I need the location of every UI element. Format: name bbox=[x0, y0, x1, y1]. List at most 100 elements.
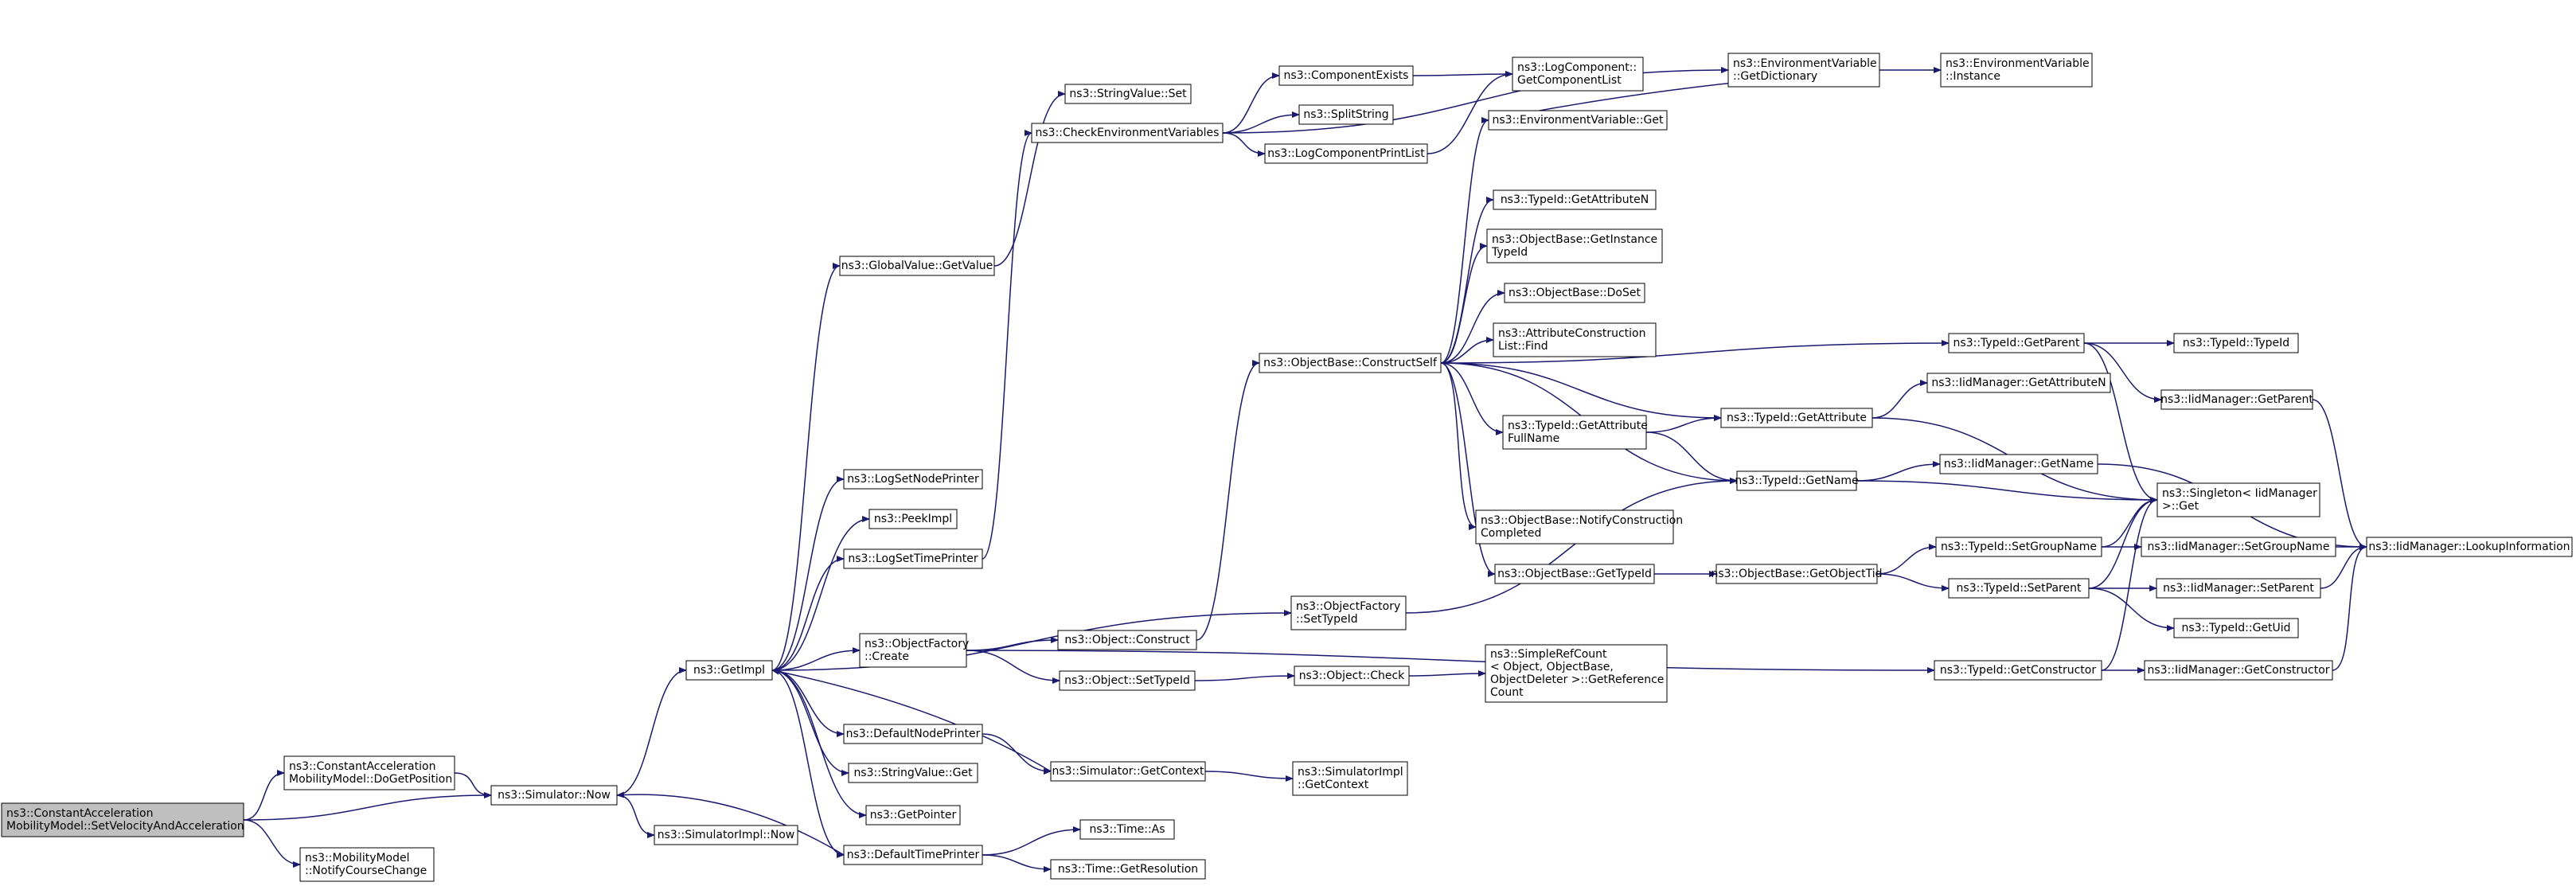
node-getObjectTid[interactable]: ns3::ObjectBase::GetObjectTid bbox=[1711, 564, 1883, 584]
node-simGetContext[interactable]: ns3::Simulator::GetContext bbox=[1050, 761, 1206, 782]
node-box bbox=[1486, 228, 1663, 263]
node-singletonGet[interactable]: ns3::Singleton< IidManager>::Get bbox=[2156, 482, 2320, 517]
node-box bbox=[1948, 578, 2090, 599]
node-iidGetName[interactable]: ns3::IidManager::GetName bbox=[1939, 454, 2098, 474]
node-label-line: ns3::EnvironmentVariable::Get bbox=[1493, 114, 1664, 127]
node-simImplNow[interactable]: ns3::SimulatorImpl::Now bbox=[654, 825, 798, 845]
node-box bbox=[2144, 660, 2333, 681]
edge-checkEnvVars-to-logComponentPrintList bbox=[1222, 132, 1266, 157]
edge-doGetPosition-to-simNow bbox=[454, 772, 492, 798]
node-label-line: GetComponentList bbox=[1517, 74, 1622, 87]
node-label-line: ns3::DefaultNodePrinter bbox=[846, 728, 981, 740]
edge-getImpl-to-defaultNodePrinter bbox=[771, 669, 845, 737]
node-label-line: ns3::TypeId::GetName bbox=[1735, 474, 1858, 487]
edge-objectFactoryCreate-to-objectSetTypeId bbox=[966, 650, 1060, 684]
node-box bbox=[843, 548, 983, 569]
node-box bbox=[1050, 859, 1206, 880]
node-box bbox=[654, 825, 798, 845]
node-logSetTimePrinter[interactable]: ns3::LogSetTimePrinter bbox=[843, 548, 983, 569]
node-typeIdSetParent[interactable]: ns3::TypeId::SetParent bbox=[1948, 578, 2090, 599]
node-typeIdSetGroupName[interactable]: ns3::TypeId::SetGroupName bbox=[1935, 537, 2102, 557]
node-label-line: ns3::MobilityModel bbox=[305, 852, 410, 865]
node-objectBaseGetTypeId[interactable]: ns3::ObjectBase::GetTypeId bbox=[1494, 564, 1655, 584]
node-doSet[interactable]: ns3::ObjectBase::DoSet bbox=[1504, 283, 1645, 303]
edge-simGetContext-to-getImpl bbox=[771, 668, 1052, 772]
node-getAttributeN[interactable]: ns3::TypeId::GetAttributeN bbox=[1493, 189, 1657, 210]
node-simImplGetContext[interactable]: ns3::SimulatorImpl::GetContext bbox=[1292, 761, 1408, 796]
edge-defaultTimePrinter-to-simNow bbox=[616, 791, 845, 856]
node-box bbox=[490, 785, 618, 806]
node-checkEnvVars[interactable]: ns3::CheckEnvironmentVariables bbox=[1031, 123, 1224, 143]
node-stringValueSet[interactable]: ns3::StringValue::Set bbox=[1064, 84, 1192, 104]
node-defaultTimePrinter[interactable]: ns3::DefaultTimePrinter bbox=[843, 845, 983, 865]
node-iidGetAttributeN[interactable]: ns3::IidManager::GetAttributeN bbox=[1926, 373, 2111, 393]
node-envGet[interactable]: ns3::EnvironmentVariable::Get bbox=[1488, 110, 1668, 131]
node-peekImpl[interactable]: ns3::PeekImpl bbox=[868, 509, 958, 529]
node-label-line: ns3::ObjectFactory bbox=[865, 638, 969, 650]
node-logComponentPrintList[interactable]: ns3::LogComponentPrintList bbox=[1264, 143, 1428, 164]
node-typeIdGetName[interactable]: ns3::TypeId::GetName bbox=[1735, 470, 1859, 491]
node-timeAs[interactable]: ns3::Time::As bbox=[1079, 819, 1175, 840]
node-splitString[interactable]: ns3::SplitString bbox=[1298, 104, 1394, 125]
node-box bbox=[1485, 644, 1668, 703]
node-typeIdGetUid[interactable]: ns3::TypeId::GetUid bbox=[2173, 618, 2299, 638]
node-label-line: ns3::TypeId::GetAttribute bbox=[1508, 420, 1648, 432]
node-getComponentList[interactable]: ns3::LogComponent::GetComponentList bbox=[1512, 57, 1644, 92]
node-objectCheck[interactable]: ns3::Object::Check bbox=[1294, 665, 1410, 686]
node-typeIdTypeId[interactable]: ns3::TypeId::TypeId bbox=[2173, 333, 2299, 353]
node-label-line: ns3::PeekImpl bbox=[874, 513, 952, 525]
node-globalGetValue[interactable]: ns3::GlobalValue::GetValue bbox=[839, 256, 995, 276]
node-doGetPosition[interactable]: ns3::ConstantAccelerationMobilityModel::… bbox=[283, 755, 455, 790]
node-timeGetResolution[interactable]: ns3::Time::GetResolution bbox=[1050, 859, 1206, 880]
node-box bbox=[843, 469, 983, 490]
node-box bbox=[1294, 665, 1410, 686]
node-label-line: ns3::ComponentExists bbox=[1284, 69, 1409, 82]
node-root[interactable]: ns3::ConstantAccelerationMobilityModel::… bbox=[1, 802, 244, 837]
node-stringValueGet[interactable]: ns3::StringValue::Get bbox=[848, 763, 978, 783]
node-iidLookupInformation[interactable]: ns3::IidManager::LookupInformation bbox=[2366, 537, 2573, 557]
node-label-line: ns3::AttributeConstruction bbox=[1498, 327, 1645, 340]
node-iidSetParent[interactable]: ns3::IidManager::SetParent bbox=[2156, 578, 2321, 599]
edge-constructSelf-to-getInstanceTypeId bbox=[1440, 243, 1488, 364]
node-box bbox=[1715, 564, 1878, 584]
node-objectFactoryCreate[interactable]: ns3::ObjectFactory::Create bbox=[859, 633, 969, 668]
node-simNow[interactable]: ns3::Simulator::Now bbox=[490, 785, 618, 806]
node-defaultNodePrinter[interactable]: ns3::DefaultNodePrinter bbox=[843, 724, 983, 744]
node-label-line: ns3::TypeId::SetParent bbox=[1957, 582, 2082, 595]
node-box bbox=[1934, 660, 2102, 681]
node-notifyCourseChange[interactable]: ns3::MobilityModel::NotifyCourseChange bbox=[299, 847, 435, 882]
node-box bbox=[2160, 389, 2313, 410]
node-label-line: ns3::CheckEnvironmentVariables bbox=[1036, 127, 1220, 139]
node-box bbox=[2173, 618, 2299, 638]
node-iidGetParent[interactable]: ns3::IidManager::GetParent bbox=[2160, 389, 2313, 410]
node-box bbox=[1259, 353, 1442, 373]
node-logSetNodePrinter[interactable]: ns3::LogSetNodePrinter bbox=[843, 469, 983, 490]
node-getReferenceCount[interactable]: ns3::SimpleRefCount< Object, ObjectBase,… bbox=[1485, 644, 1668, 703]
node-label-line: ns3::Object::SetTypeId bbox=[1064, 674, 1190, 687]
node-objectFactorySetTypeId[interactable]: ns3::ObjectFactory::SetTypeId bbox=[1290, 595, 1407, 630]
node-objectConstruct[interactable]: ns3::Object::Construct bbox=[1057, 630, 1197, 650]
node-envInstance[interactable]: ns3::EnvironmentVariable::Instance bbox=[1940, 53, 2093, 88]
node-getPointer[interactable]: ns3::GetPointer bbox=[865, 805, 961, 826]
edge-constructSelf-to-doSet bbox=[1440, 290, 1505, 364]
node-notifyConstructionCompleted[interactable]: ns3::ObjectBase::NotifyConstructionCompl… bbox=[1475, 509, 1683, 544]
node-label-line: ns3::IidManager::GetConstructor bbox=[2147, 664, 2329, 677]
node-label-line: < Object, ObjectBase, bbox=[1490, 661, 1614, 673]
edge-componentExists-to-getComponentList bbox=[1412, 71, 1513, 78]
node-box bbox=[1, 802, 244, 837]
node-box bbox=[1064, 84, 1192, 104]
node-typeIdGetAttribute[interactable]: ns3::TypeId::GetAttribute bbox=[1720, 408, 1873, 428]
node-constructSelf[interactable]: ns3::ObjectBase::ConstructSelf bbox=[1259, 353, 1442, 373]
node-iidGetConstructor[interactable]: ns3::IidManager::GetConstructor bbox=[2144, 660, 2333, 681]
node-componentExists[interactable]: ns3::ComponentExists bbox=[1278, 65, 1414, 86]
node-typeIdGetConstructor[interactable]: ns3::TypeId::GetConstructor bbox=[1934, 660, 2102, 681]
node-objectSetTypeId[interactable]: ns3::Object::SetTypeId bbox=[1059, 670, 1196, 691]
node-envGetDictionary[interactable]: ns3::EnvironmentVariable::GetDictionary bbox=[1727, 53, 1880, 88]
node-label-line: ns3::LogSetTimePrinter bbox=[848, 552, 978, 565]
node-iidSetGroupName[interactable]: ns3::IidManager::SetGroupName bbox=[2141, 537, 2336, 557]
node-getImpl[interactable]: ns3::GetImpl bbox=[685, 660, 773, 681]
node-typeIdGetParent[interactable]: ns3::TypeId::GetParent bbox=[1948, 333, 2085, 353]
